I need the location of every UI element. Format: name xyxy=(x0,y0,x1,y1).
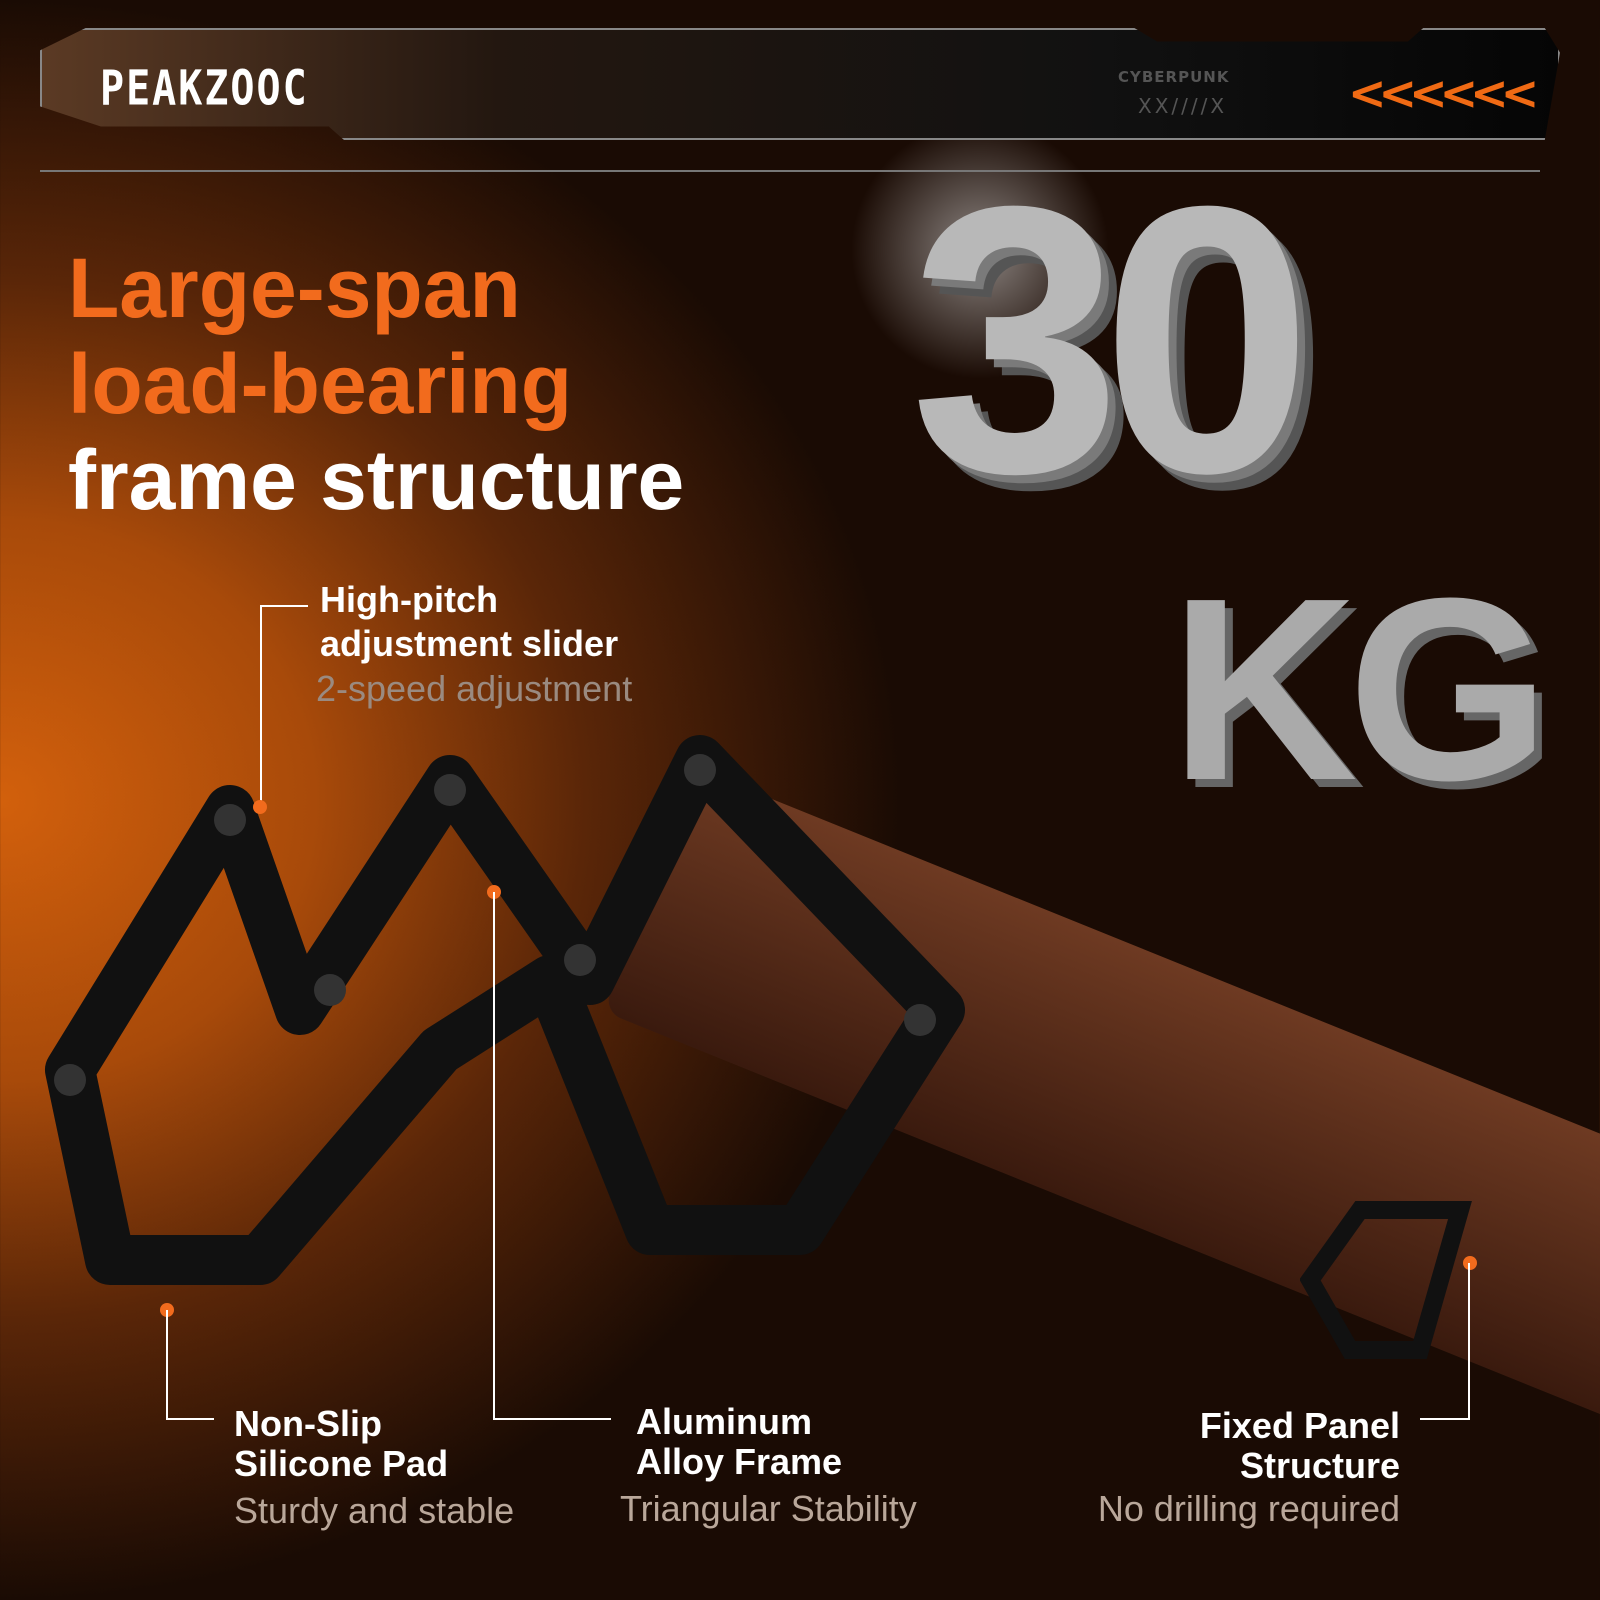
callout-slider-subtitle: 2-speed adjustment xyxy=(316,668,633,709)
callout-pad-title-2: Silicone Pad xyxy=(234,1443,449,1484)
callout-panel-subtitle: No drilling required xyxy=(1097,1488,1400,1529)
callout-leader-line xyxy=(1420,1263,1470,1420)
callout-frame-title-2: Alloy Frame xyxy=(636,1441,843,1482)
callout-slider-title-1: High-pitch xyxy=(320,579,498,620)
bracket-frame-image xyxy=(45,735,965,1285)
callout-leader-line xyxy=(493,892,611,1420)
callout-panel-title-1: Fixed Panel xyxy=(1199,1405,1400,1446)
callout-dot xyxy=(253,800,267,814)
callout-panel-title-2: Structure xyxy=(1239,1445,1400,1486)
brand-logo: PEAKZOOC xyxy=(100,61,309,117)
brand-tag: CYBERPUNK xyxy=(1118,68,1230,86)
callout-frame-subtitle: Triangular Stability xyxy=(620,1488,917,1529)
callout-leader-line xyxy=(166,1310,214,1420)
callout-slider-title-2: adjustment slider xyxy=(320,623,619,664)
hero-unit: KG xyxy=(1170,545,1550,835)
callout-frame-title-1: Aluminum xyxy=(636,1401,812,1442)
bracket-frame-small xyxy=(1300,1201,1472,1359)
callout-pad-subtitle: Sturdy and stable xyxy=(234,1490,515,1531)
callout-dot xyxy=(1463,1256,1477,1270)
callout-leader-line xyxy=(260,605,308,805)
header-bar xyxy=(40,28,1560,140)
headline-line2: load-bearing xyxy=(68,337,573,431)
brand-marks: XX////X xyxy=(1138,94,1228,118)
header-divider xyxy=(40,150,1540,172)
callout-pad-title-1: Non-Slip xyxy=(234,1403,382,1444)
light-glow xyxy=(850,120,1110,380)
hero-number: 30 xyxy=(910,127,1313,552)
headline-line3: frame structure xyxy=(68,433,685,527)
chevrons-icon: <<<<<< xyxy=(1348,66,1539,120)
headline-line1: Large-span xyxy=(68,241,521,335)
